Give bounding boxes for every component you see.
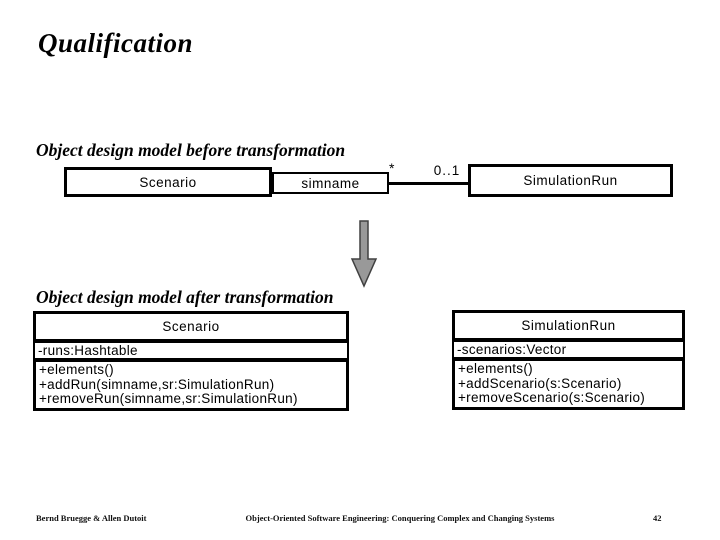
heading-after-transformation: Object design model after transformation — [36, 287, 334, 307]
class-methods-compartment: +elements() +addScenario(s:Scenario) +re… — [452, 358, 685, 410]
uml-class-scenario-before: Scenario — [64, 167, 272, 197]
class-attributes-compartment: -scenarios:Vector — [452, 340, 685, 359]
heading-before-transformation: Object design model before transformatio… — [36, 140, 346, 160]
class-attributes-compartment: -runs:Hashtable — [33, 341, 349, 360]
slide-footer: Bernd Bruegge & Allen Dutoit Object-Orie… — [0, 513, 720, 527]
method-item: +elements() — [39, 362, 114, 377]
footer-authors: Bernd Bruegge & Allen Dutoit — [36, 513, 147, 523]
uml-class-scenario-after: Scenario -runs:Hashtable +elements() +ad… — [33, 311, 349, 411]
method-item: +addRun(simname,sr:SimulationRun) — [39, 376, 275, 392]
multiplicity-zero-one-label: 0..1 — [433, 163, 461, 178]
class-name-label: SimulationRun — [523, 173, 618, 188]
class-name-label: Scenario — [139, 174, 197, 190]
class-methods-compartment: +elements() +addRun(simname,sr:Simulatio… — [33, 359, 349, 411]
uml-class-simulationrun-before: SimulationRun — [468, 164, 673, 197]
method-item: +removeScenario(s:Scenario) — [458, 390, 646, 405]
class-name-compartment: Scenario — [33, 311, 349, 342]
attribute-item: -runs:Hashtable — [38, 343, 138, 358]
footer-page-number: 42 — [653, 513, 662, 523]
method-item: +elements() — [458, 361, 533, 376]
transform-down-arrow-icon — [350, 220, 378, 288]
qualifier-label: simname — [301, 175, 360, 191]
page-title: Qualification — [38, 28, 194, 58]
method-item: +removeRun(simname,sr:SimulationRun) — [39, 391, 298, 406]
multiplicity-star-label: * — [389, 160, 395, 176]
attribute-item: -scenarios:Vector — [457, 342, 567, 357]
method-item: +addScenario(s:Scenario) — [458, 375, 622, 391]
uml-class-simulationrun-after: SimulationRun -scenarios:Vector +element… — [452, 310, 685, 410]
association-line — [389, 182, 468, 185]
class-name-compartment: SimulationRun — [452, 310, 685, 341]
uml-qualifier-simname: simname — [272, 172, 389, 194]
footer-book-title: Object-Oriented Software Engineering: Co… — [245, 513, 555, 523]
